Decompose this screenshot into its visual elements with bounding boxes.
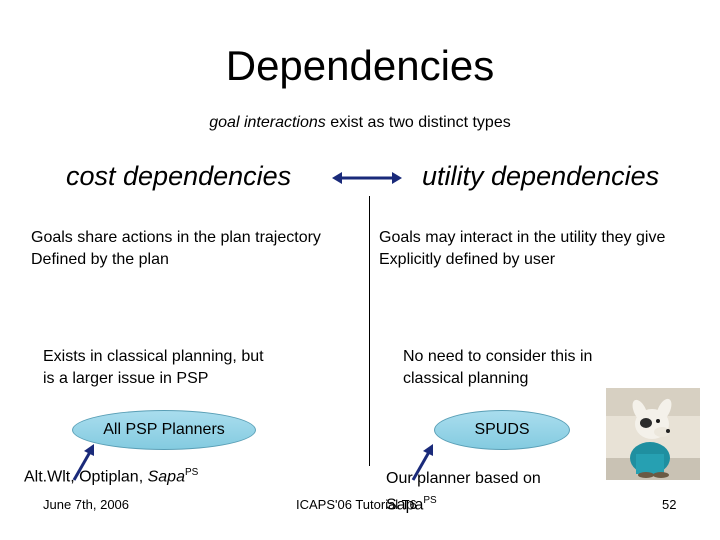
utility-note-line-1: No need to consider this in	[403, 346, 592, 368]
dog-mascot-picture	[606, 388, 700, 480]
cost-note: Exists in classical planning, but is a l…	[43, 346, 264, 390]
slide-subtitle: goal interactions exist as two distinct …	[0, 114, 720, 132]
examples-sapa: Sapa	[148, 468, 185, 485]
examples-sup: PS	[185, 467, 198, 478]
examples-text: Alt.Wlt, Optiplan,	[24, 468, 148, 485]
footer-venue: ICAPS'06 Tutorial T6	[296, 497, 417, 512]
psp-planner-examples: Alt.Wlt, Optiplan, SapaPS	[24, 467, 198, 486]
utility-note-line-2: classical planning	[403, 368, 592, 390]
column-divider	[369, 196, 370, 466]
planner-line-1: Our planner based on	[386, 468, 541, 490]
cost-line-2: Defined by the plan	[31, 249, 321, 271]
footer-page-number: 52	[662, 497, 676, 512]
cost-definition: Goals share actions in the plan trajecto…	[31, 227, 321, 271]
cost-note-line-2: is a larger issue in PSP	[43, 368, 264, 390]
slide-title: Dependencies	[0, 42, 720, 90]
psp-planners-ellipse: All PSP Planners	[72, 410, 256, 450]
spuds-ellipse: SPUDS	[434, 410, 570, 450]
utility-line-2: Explicitly defined by user	[379, 249, 665, 271]
cost-dependencies-heading: cost dependencies	[66, 161, 291, 192]
utility-definition: Goals may interact in the utility they g…	[379, 227, 665, 271]
subtitle-rest: exist as two distinct types	[326, 114, 511, 131]
footer-date: June 7th, 2006	[43, 497, 129, 512]
cost-note-line-1: Exists in classical planning, but	[43, 346, 264, 368]
utility-line-1: Goals may interact in the utility they g…	[379, 227, 665, 249]
double-arrow-icon	[332, 166, 402, 190]
subtitle-emphasis: goal interactions	[209, 114, 326, 131]
utility-note: No need to consider this in classical pl…	[403, 346, 592, 390]
cost-line-1: Goals share actions in the plan trajecto…	[31, 227, 321, 249]
utility-dependencies-heading: utility dependencies	[422, 161, 659, 192]
planner-sup: PS	[423, 495, 436, 506]
